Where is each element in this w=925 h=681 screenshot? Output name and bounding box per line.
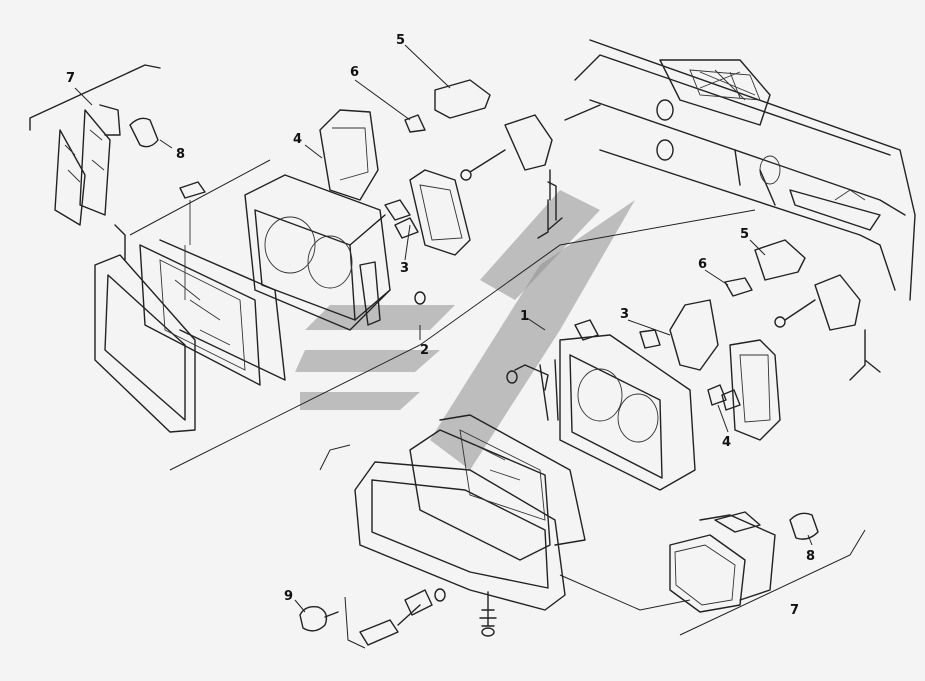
callout-1: 1 bbox=[520, 309, 529, 324]
callout-7-right: 7 bbox=[790, 603, 799, 618]
callout-6-right: 6 bbox=[698, 257, 707, 272]
callout-7-left: 7 bbox=[66, 71, 75, 86]
callout-4-left: 4 bbox=[293, 132, 302, 147]
fog-lamp-bulb-group bbox=[299, 588, 497, 649]
callout-6-left: 6 bbox=[350, 65, 359, 80]
callout-2: 2 bbox=[420, 343, 429, 358]
callout-5-right: 5 bbox=[740, 227, 749, 242]
right-corner-lamp-group bbox=[669, 511, 866, 636]
truck-front-bumper bbox=[564, 39, 916, 301]
callout-4-right: 4 bbox=[722, 435, 731, 450]
callout-3-left: 3 bbox=[400, 261, 409, 276]
left-headlamp-bezel bbox=[94, 159, 756, 471]
right-headlamp-housing bbox=[506, 239, 881, 491]
callout-leaders bbox=[294, 44, 813, 613]
callout-9: 9 bbox=[284, 589, 293, 604]
left-corner-lamp-group bbox=[29, 64, 173, 226]
callout-5-left: 5 bbox=[396, 33, 405, 48]
callout-8-right: 8 bbox=[806, 549, 815, 564]
left-headlamp-housing bbox=[244, 79, 563, 331]
watermark-logo bbox=[295, 190, 635, 470]
right-headlamp-bezel bbox=[319, 414, 691, 611]
callout-labels: 7 8 6 5 4 3 2 1 5 6 3 4 8 7 9 bbox=[66, 33, 815, 618]
callout-8-left: 8 bbox=[176, 147, 185, 162]
callout-3-right: 3 bbox=[620, 307, 629, 322]
